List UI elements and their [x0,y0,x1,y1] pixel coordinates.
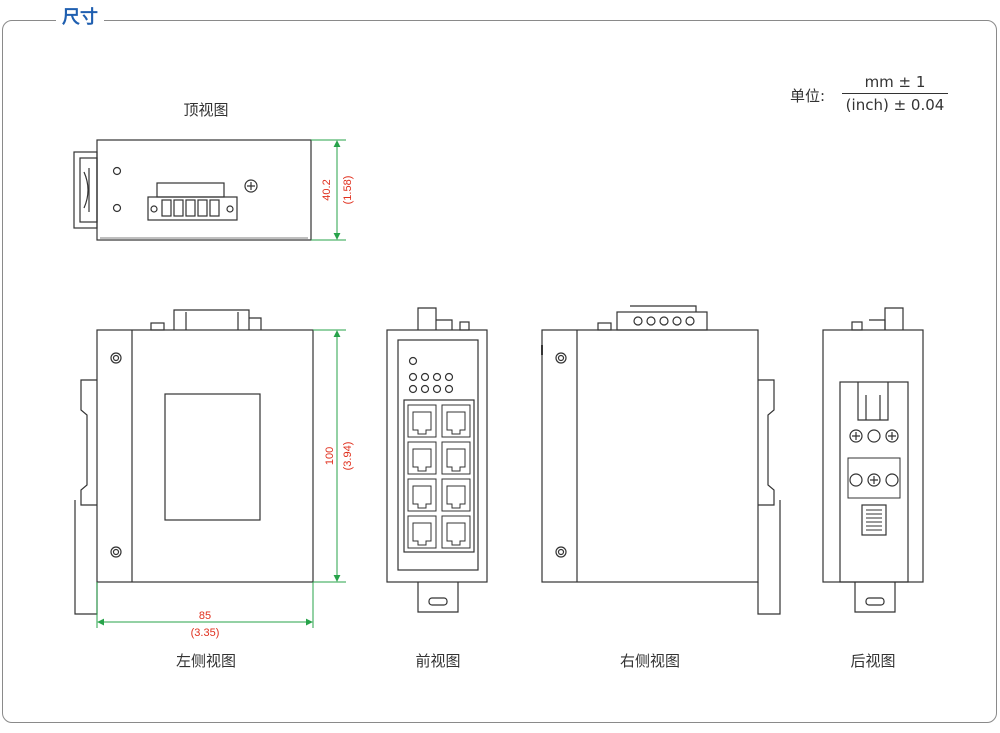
side-width-inch: (3.35) [191,627,220,639]
side-width-mm: 85 [199,610,211,622]
left-view-drawing [74,309,314,615]
top-view-drawing [73,139,312,241]
side-height-dimension: 100 (3.94) [313,329,354,583]
units-fraction: mm ± 1 (inch) ± 0.04 [842,72,948,115]
top-height-dimension: 40.2 (1.58) [311,139,354,241]
side-height-mm: 100 [324,447,336,465]
front-view-label: 前视图 [415,652,461,670]
back-view-drawing [822,307,924,613]
side-width-dimension: 85 (3.35) [96,582,314,639]
right-view-drawing [541,305,781,615]
left-view-label: 左侧视图 [175,652,236,670]
top-height-inch: (1.58) [342,176,354,205]
dimensions-frame [2,20,997,723]
units-numerator: mm ± 1 [864,73,926,91]
top-height-mm: 40.2 [321,179,333,200]
front-view-drawing [386,307,488,613]
back-view-label: 后视图 [850,652,896,670]
top-view-label: 顶视图 [183,101,229,119]
units-label: 单位: [790,87,826,105]
fraction-bar [842,93,948,94]
section-title: 尺寸 [56,6,104,30]
side-height-inch: (3.94) [342,442,354,471]
right-view-label: 右侧视图 [619,652,680,670]
units-denominator: (inch) ± 0.04 [845,96,945,114]
